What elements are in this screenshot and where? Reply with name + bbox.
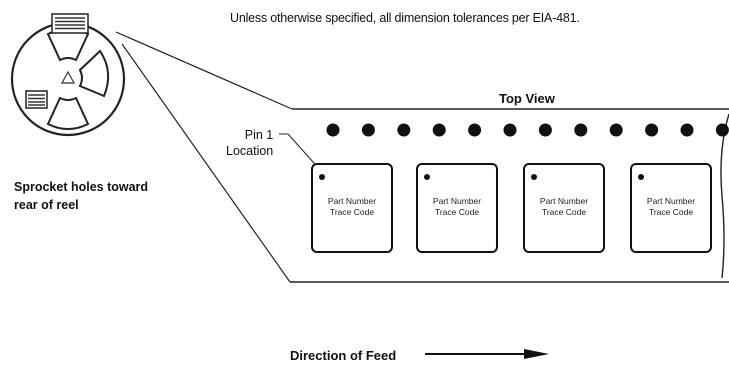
trace-code-text: Trace Code	[648, 207, 694, 217]
sprocket-hole	[326, 123, 340, 137]
sprocket-hole	[574, 123, 588, 137]
part-number-text: Part Number	[539, 196, 589, 206]
sprocket-hole	[538, 123, 552, 137]
part-number-text: Part Number	[327, 196, 377, 206]
sprocket-orientation-label: Sprocket holes toward rear of reel	[14, 178, 148, 214]
sprocket-hole	[432, 123, 446, 137]
component-pocket	[523, 163, 605, 253]
pin1-dot-icon	[638, 174, 644, 180]
sprocket-holes	[326, 123, 729, 137]
sprocket-hole	[680, 123, 694, 137]
projection-line-upper	[115, 31, 293, 110]
component-pocket	[311, 163, 393, 253]
sprocket-hole	[361, 123, 375, 137]
reel-label-plate-top	[51, 13, 89, 34]
sprocket-label-line2: rear of reel	[14, 198, 79, 212]
direction-arrow	[425, 349, 549, 359]
sprocket-hole	[468, 123, 482, 137]
chip-label-3: Part Number Trace Code	[633, 196, 709, 218]
sprocket-hole	[503, 123, 517, 137]
chip-label-1: Part Number Trace Code	[419, 196, 495, 218]
direction-of-feed-label: Direction of Feed	[290, 348, 397, 363]
pin1-dot-icon	[424, 174, 430, 180]
chip-label-0: Part Number Trace Code	[314, 196, 390, 218]
arrow-head-icon	[524, 349, 549, 359]
reel-hub-triangle-icon	[60, 70, 76, 84]
pin1-label-line2: Location	[226, 144, 274, 158]
tolerance-note: Unless otherwise specified, all dimensio…	[230, 11, 580, 25]
sprocket-hole	[609, 123, 623, 137]
reel-window-right	[78, 49, 110, 98]
part-number-text: Part Number	[432, 196, 482, 206]
top-view-label: Top View	[499, 91, 555, 106]
trace-code-text: Trace Code	[434, 207, 480, 217]
trace-code-text: Trace Code	[329, 207, 375, 217]
projection-line-lower	[121, 43, 291, 283]
component-pockets	[311, 163, 712, 253]
tape-torn-end	[720, 113, 729, 279]
pin1-dot-icon	[531, 174, 537, 180]
sprocket-hole	[397, 123, 411, 137]
pin1-label-line1: Pin 1	[244, 128, 274, 142]
sprocket-hole	[645, 123, 659, 137]
trace-code-text: Trace Code	[541, 207, 587, 217]
sprocket-hole	[715, 123, 729, 137]
reel-label-plate-left	[25, 90, 48, 109]
reel-window-bottom	[46, 96, 90, 130]
chip-label-2: Part Number Trace Code	[526, 196, 602, 218]
pin1-location-label: Pin 1 Location	[226, 127, 273, 159]
part-number-text: Part Number	[646, 196, 696, 206]
pin1-dot-icon	[319, 174, 325, 180]
component-pocket	[630, 163, 712, 253]
reel	[10, 13, 126, 137]
carrier-tape	[279, 108, 729, 283]
sprocket-label-line1: Sprocket holes toward	[14, 180, 149, 194]
component-pocket	[416, 163, 498, 253]
